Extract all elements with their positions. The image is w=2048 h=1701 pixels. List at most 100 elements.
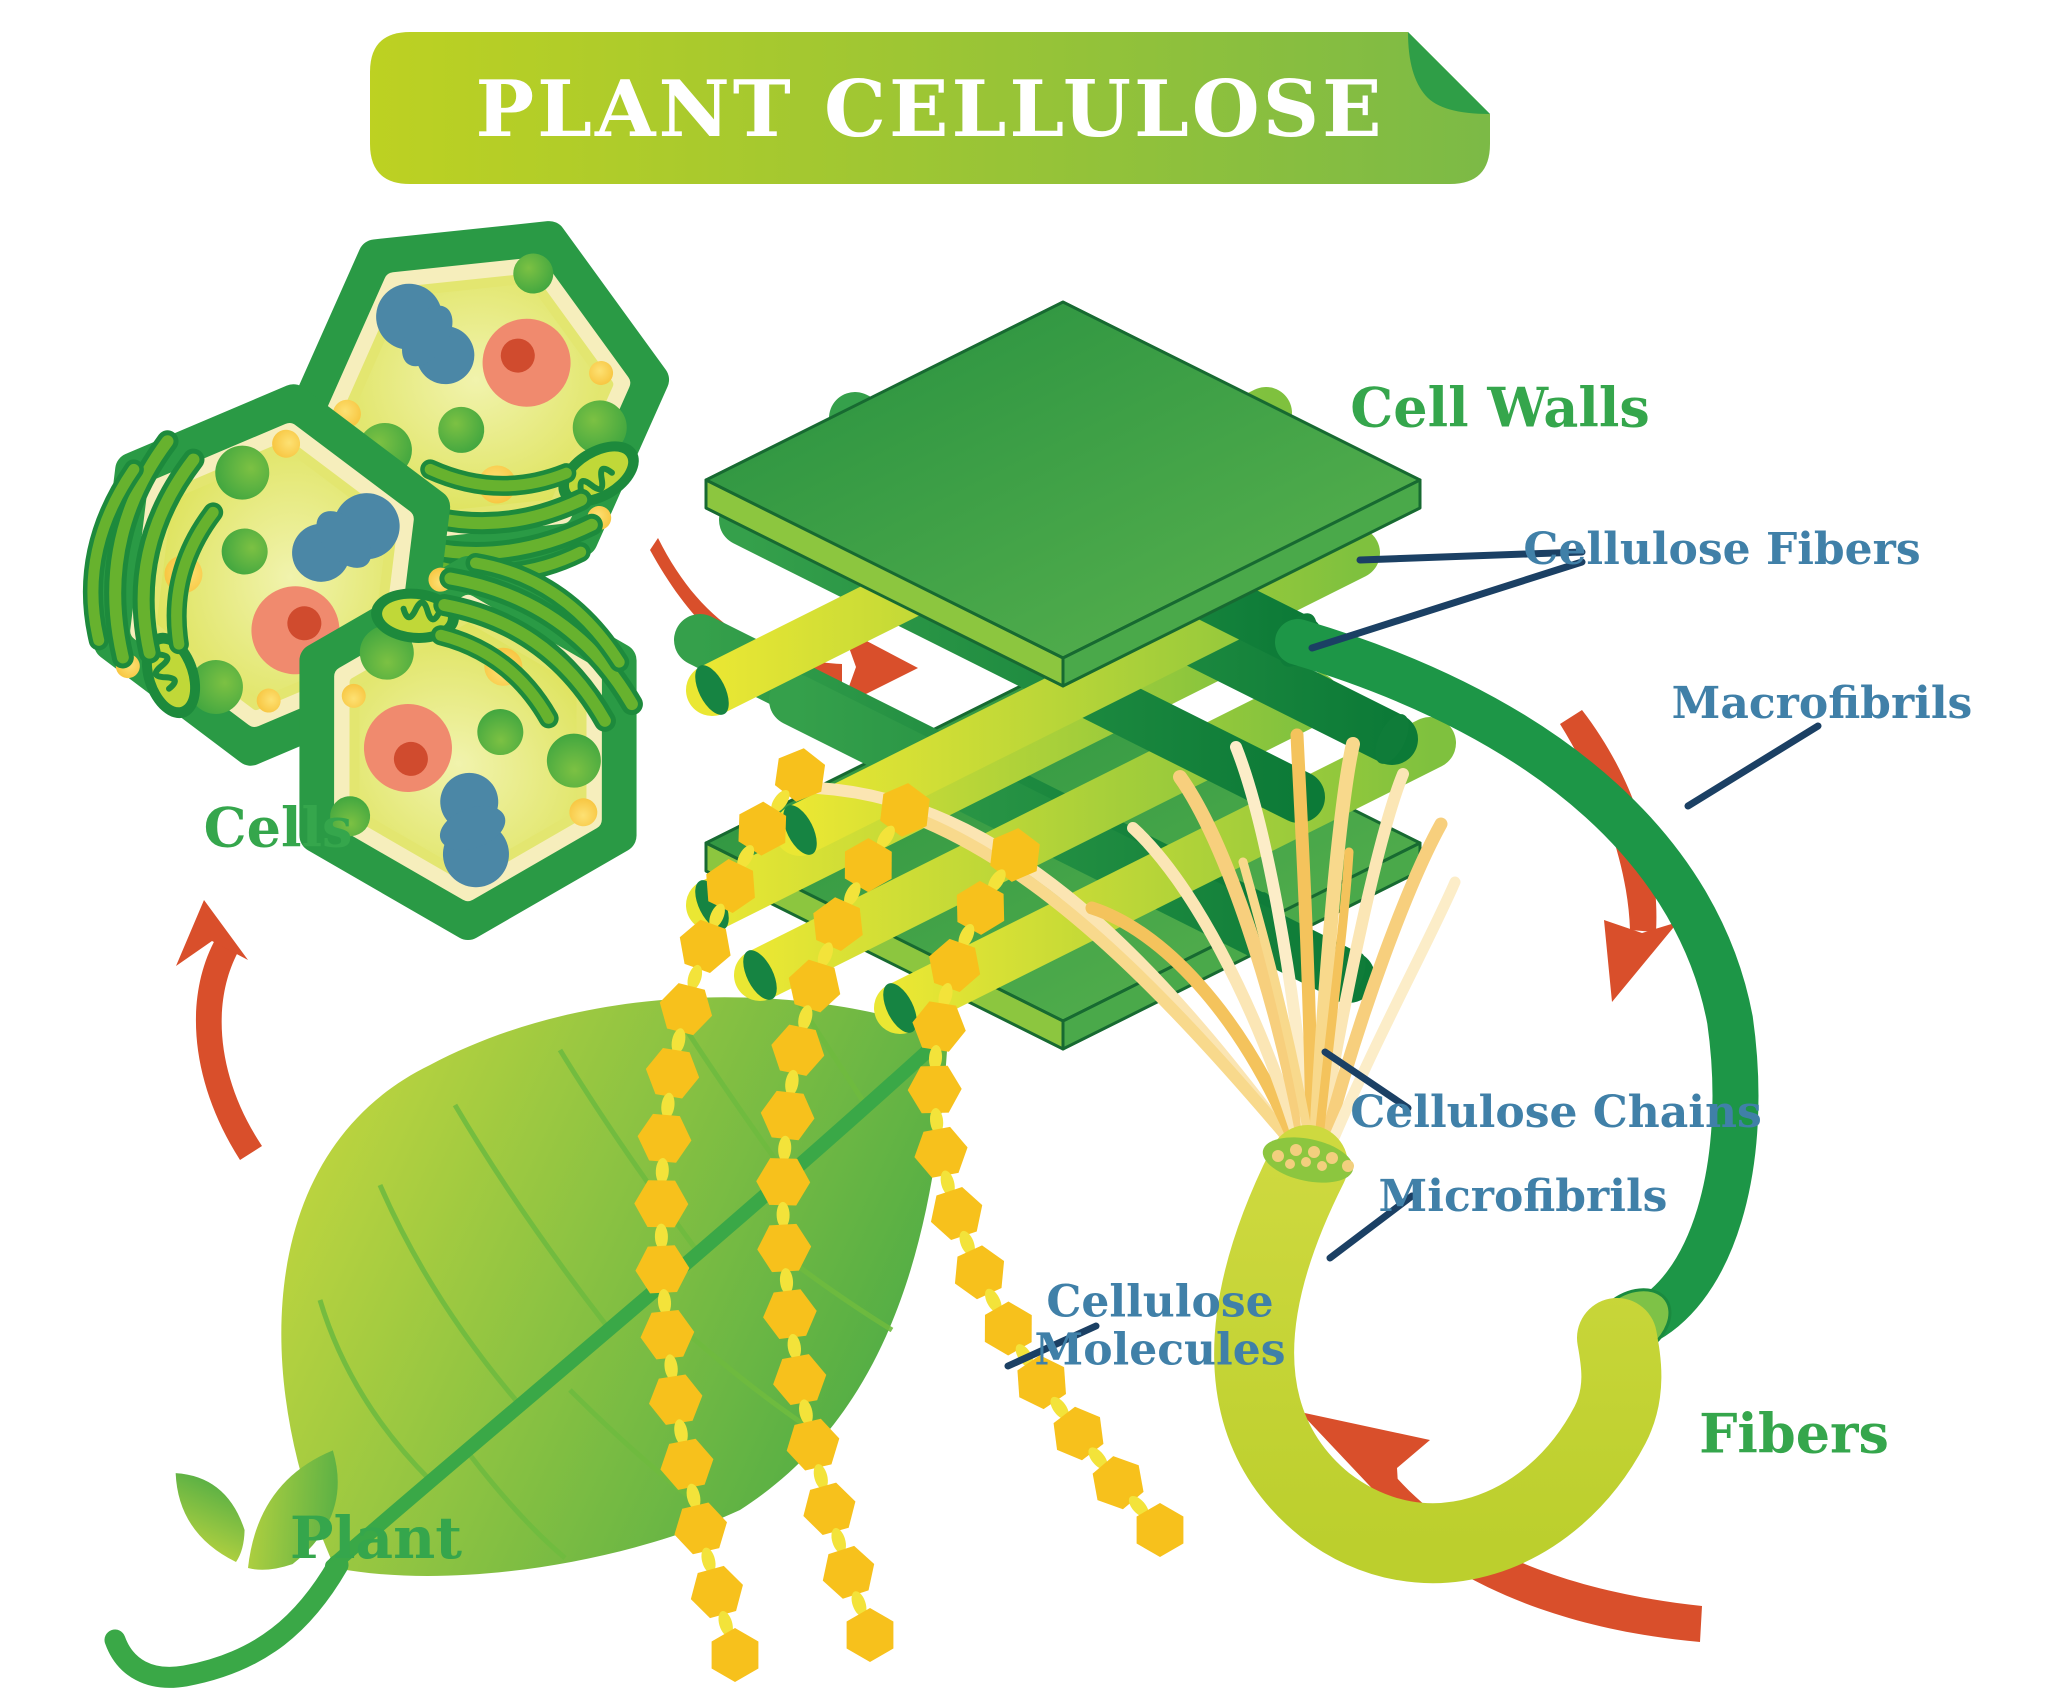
chain-link (813, 1464, 828, 1490)
chain-link (1050, 1396, 1069, 1420)
pointer-line-cellulose-fibers-2 (1308, 558, 1586, 652)
red-arrow-plant-to-cells (176, 900, 262, 1160)
cellulose-molecule-hexagon (984, 1301, 1032, 1356)
cellulose-molecule-hexagon (674, 1502, 727, 1555)
banner-folded-corner (1408, 32, 1490, 114)
cellulose-molecule-hexagon (771, 1024, 825, 1076)
chain-link (654, 1223, 668, 1250)
chain-link (799, 1399, 813, 1425)
chain-link (798, 1005, 813, 1031)
cellulose-molecule-hexagon (756, 1158, 811, 1206)
cellulose-molecule-hexagon (634, 1180, 689, 1228)
chain-link (701, 1547, 716, 1573)
microfibril-tube (1214, 1125, 1662, 1584)
label-cell-walls: Cell Walls (1350, 375, 1650, 440)
cellulose-molecule-hexagon (880, 783, 930, 837)
page-title: PLANT CELLULOSE (475, 64, 1385, 156)
label-cells: Cells (203, 795, 353, 860)
label-macrofibrils: Macrofibrils (1671, 677, 1973, 729)
cellulose-molecule-hexagon (679, 919, 731, 973)
chain-link (787, 1334, 802, 1360)
cellulose-molecule-hexagon (659, 983, 713, 1036)
chain-link (958, 923, 975, 949)
chain-link (778, 1135, 792, 1162)
cellulose-molecule-hexagon (846, 1608, 894, 1662)
cellulose-molecule-hexagon (640, 1310, 695, 1360)
pointer-line-cellulose-fibers-1 (1356, 548, 1586, 564)
chain-link (851, 1591, 867, 1617)
label-plant: Plant (289, 1504, 463, 1573)
cellulose-molecule-hexagon (711, 1628, 759, 1682)
chain-link (785, 1069, 799, 1096)
cellulose-molecule-hexagon (757, 1223, 812, 1273)
cellulose-molecule-hexagon (774, 748, 826, 802)
cellulose-molecule-hexagon (738, 801, 787, 856)
cellulose-molecule-hexagon (706, 859, 755, 913)
chain-link (1088, 1447, 1108, 1470)
cellulose-molecule-hexagon (990, 828, 1040, 882)
chain-link (938, 982, 953, 1009)
chain-link (655, 1158, 669, 1184)
cellulose-molecule-hexagon (773, 1354, 827, 1406)
pointer-line-cellulose-chains (1321, 1048, 1412, 1112)
pointer-lines (1004, 548, 1822, 1370)
cellulose-molecule-hexagon (813, 897, 863, 951)
cellulose-chain-illustration (634, 748, 1184, 1682)
chain-link (686, 1483, 701, 1510)
leaf-midrib (325, 1031, 949, 1573)
cellulose-molecule-hexagon (760, 1090, 815, 1141)
cellulose-molecule-hexagon (645, 1047, 700, 1099)
cellulose-molecule-hexagon (803, 1482, 856, 1535)
cellulose-molecule-hexagon (788, 959, 841, 1013)
cellulose-molecule-hexagon (690, 1565, 743, 1619)
plant-cells-illustration (75, 229, 708, 967)
cellulose-molecule-hexagon (912, 1001, 966, 1052)
chain-link (737, 845, 755, 869)
label-fibers: Fibers (1699, 1401, 1889, 1466)
chain-link (940, 1170, 955, 1196)
chain-link (687, 964, 703, 991)
chain-link (929, 1108, 944, 1134)
cell-wall-illustration (674, 300, 1456, 1051)
cellulose-molecule-hexagon (786, 1418, 840, 1471)
chain-link (661, 1092, 675, 1119)
cellulose-molecule-hexagon (907, 1065, 962, 1114)
chain-link (776, 1201, 790, 1228)
label-cellulose-molecules: Cellulose Molecules (1034, 1278, 1286, 1376)
cellulose-molecule-hexagon (956, 880, 1005, 935)
chain-link (817, 942, 834, 968)
leaf-illustration (104, 997, 949, 1688)
chain-link (844, 882, 861, 907)
pointer-line-cellulose-molecules (1004, 1322, 1100, 1370)
cellulose-molecule-hexagon (635, 1245, 690, 1294)
pointer-line-microfibrils (1326, 1192, 1416, 1262)
cellulose-molecule-hexagon (649, 1374, 703, 1425)
cellulose-molecule-hexagon (914, 1126, 968, 1178)
chain-link (779, 1268, 794, 1295)
cellulose-molecule-hexagon (637, 1113, 692, 1163)
label-microfibrils: Microfibrils (1378, 1170, 1668, 1222)
chain-link (984, 1288, 1002, 1313)
microfibril-illustration (812, 728, 1662, 1584)
chain-link (718, 1610, 733, 1637)
chain-link (664, 1354, 678, 1381)
chain-link (674, 1419, 688, 1445)
chain-link (928, 1045, 943, 1071)
chain-link (771, 790, 790, 813)
cellulose-molecule-hexagon (763, 1289, 817, 1339)
chain-link (709, 903, 725, 929)
cellulose-molecule-hexagon (1092, 1456, 1144, 1510)
chain-link (1128, 1495, 1149, 1518)
chain-link (831, 1528, 846, 1554)
plant-stem (104, 1554, 349, 1688)
cellulose-molecule-hexagon (930, 1187, 983, 1240)
cellulose-molecule-hexagon (660, 1438, 714, 1490)
red-arrow-fibers-to-molecules (1300, 1412, 1702, 1642)
cellulose-molecule-hexagon (954, 1245, 1005, 1300)
cell-wall-top-plate (704, 300, 1422, 688)
cellulose-molecule-hexagon (844, 838, 892, 893)
strand-ends (1272, 1144, 1354, 1172)
label-cellulose-molecules-line2: Molecules (1034, 1325, 1286, 1376)
cellulose-molecule-hexagon (1053, 1406, 1104, 1461)
